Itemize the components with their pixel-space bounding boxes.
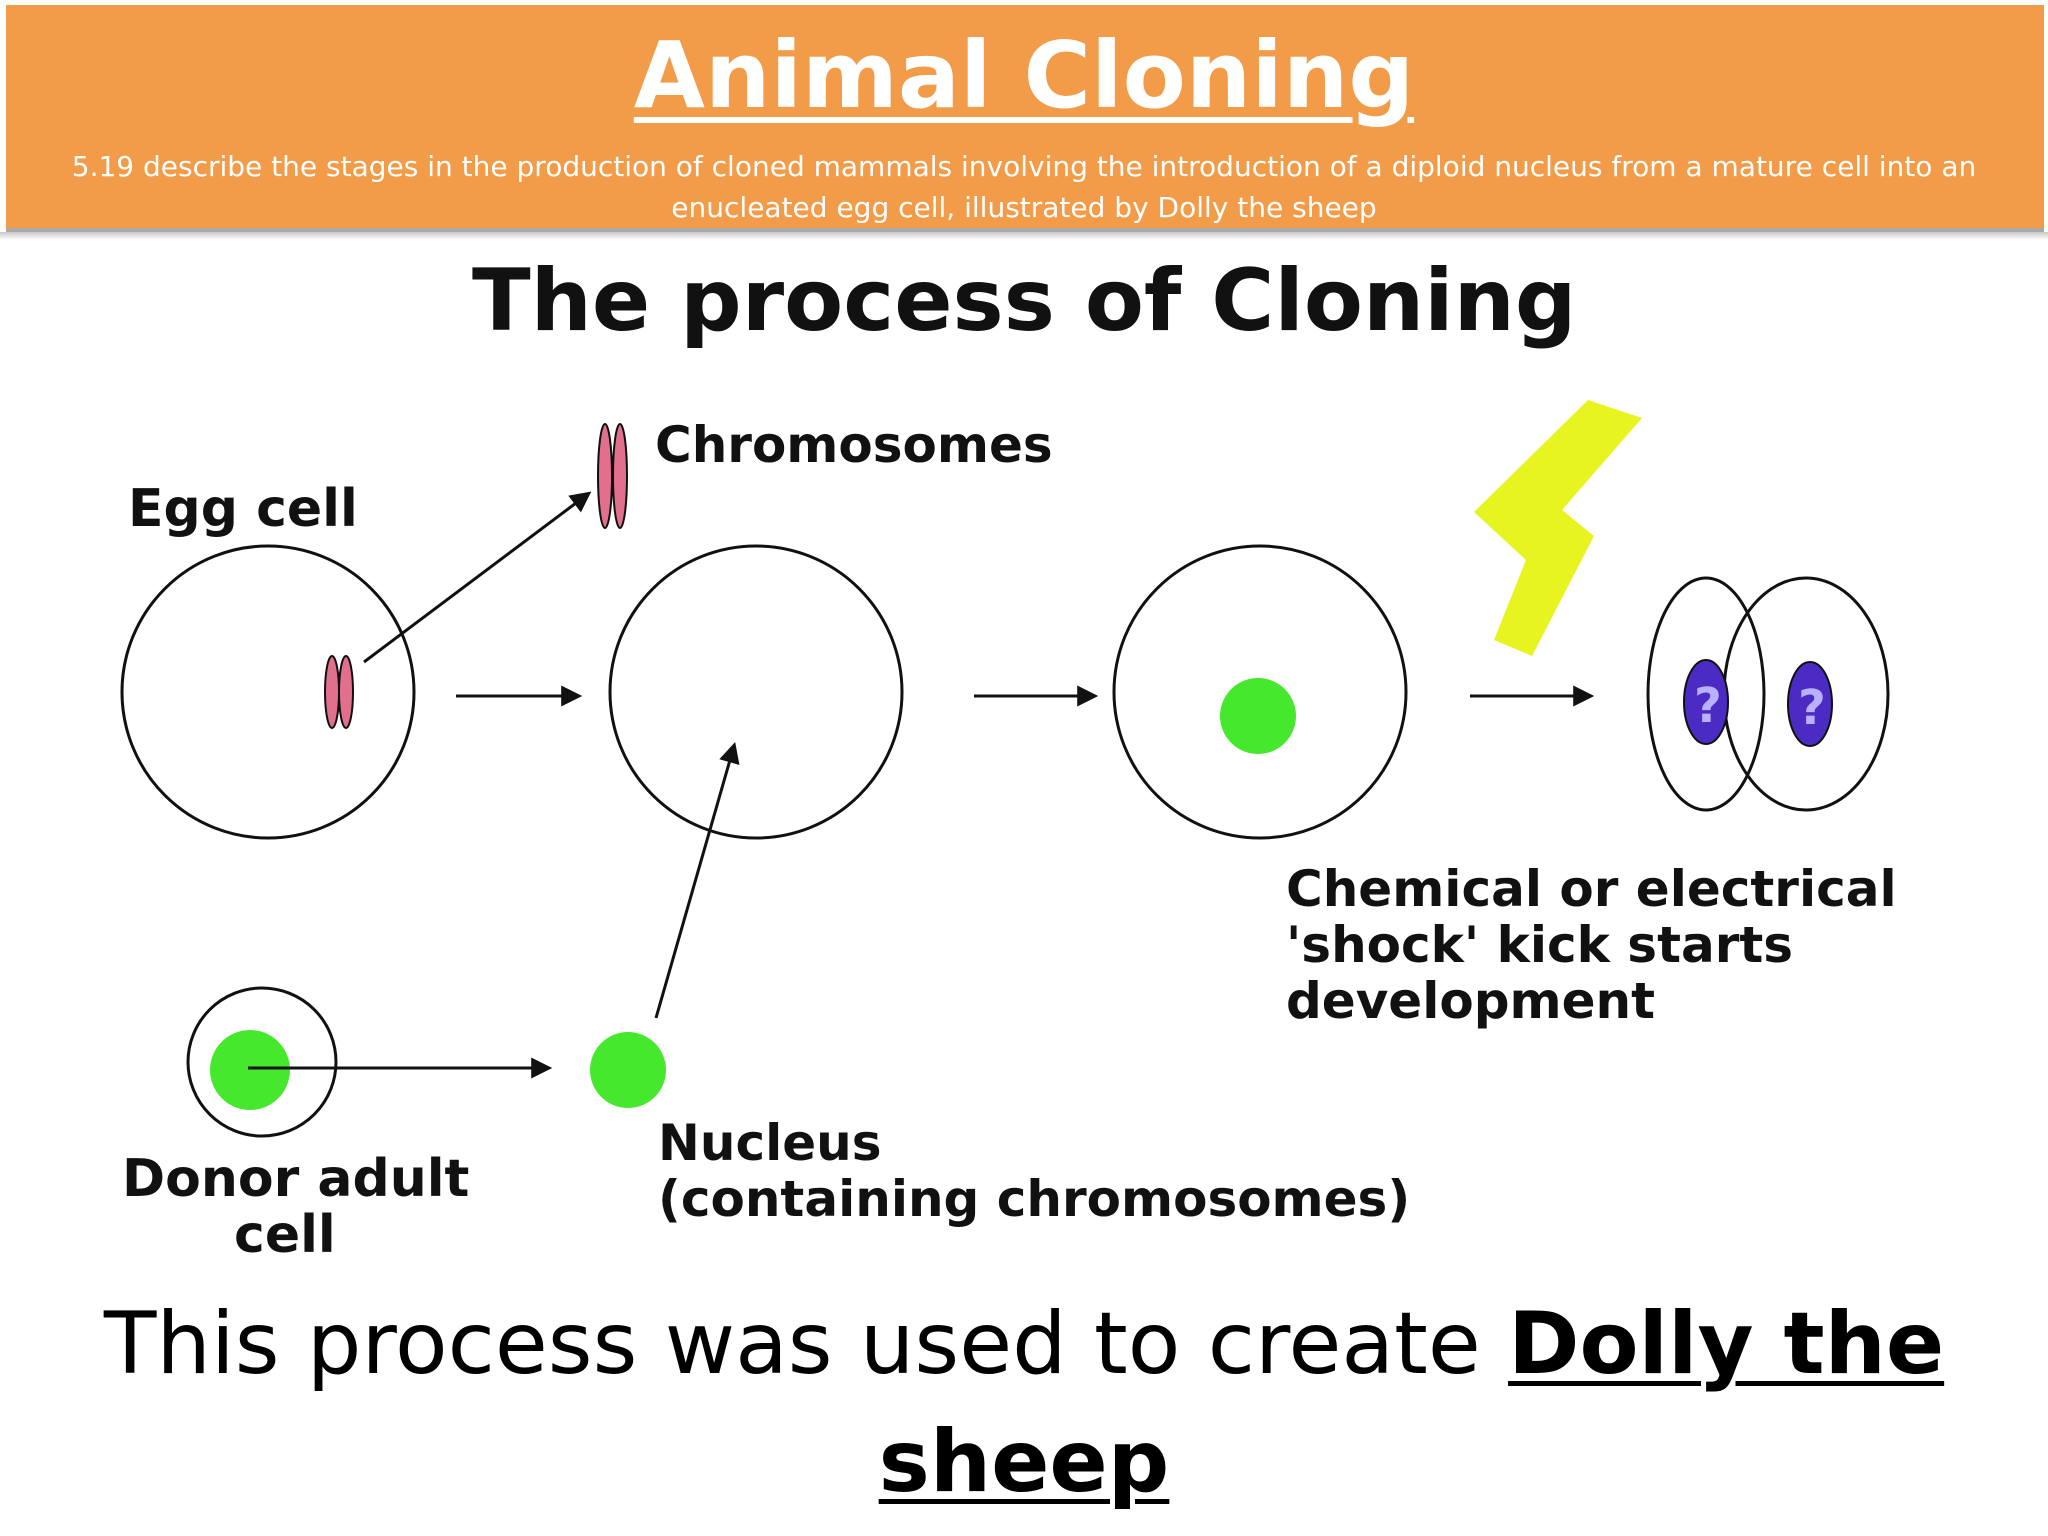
inserted-nucleus — [1220, 678, 1296, 754]
unknown-mark-right: ? — [1798, 680, 1826, 736]
banner-shadow — [0, 232, 2048, 240]
egg-cell — [120, 544, 416, 840]
caption-text: This process was used to create — [103, 1294, 1509, 1394]
slide-title: Animal Cloning — [633, 22, 1415, 129]
banner-divider — [6, 228, 2044, 232]
donor-adult-cell — [186, 986, 338, 1138]
nucleus-label-line-1: Nucleus — [658, 1114, 882, 1172]
chromosomes-label: Chromosomes — [655, 416, 1053, 474]
caption: This process was used to create Dolly th… — [0, 1285, 2048, 1521]
egg-with-donor-nucleus — [1112, 544, 1408, 840]
chromosome-removal-arrow — [363, 491, 592, 664]
diagram-heading: The process of Cloning — [472, 251, 1576, 351]
shock-label-line-1: Chemical or electrical — [1286, 860, 1897, 918]
donor-label-line-1: Donor adult — [122, 1149, 469, 1209]
lightning-bolt-icon — [1474, 400, 1642, 656]
caption-emphasis: Dolly the sheep — [878, 1294, 1945, 1512]
shock-label-line-2: 'shock' kick starts — [1286, 916, 1793, 974]
extracted-nucleus — [590, 1032, 666, 1108]
shock-label-line-3: development — [1286, 972, 1655, 1030]
nucleus-insertion-arrow — [654, 741, 740, 1019]
unknown-mark-left: ? — [1694, 678, 1722, 734]
donor-nucleus — [210, 1030, 290, 1110]
title-banner — [6, 5, 2044, 229]
egg-cell-label: Egg cell — [128, 479, 358, 539]
enucleated-egg-cell — [608, 544, 904, 840]
nucleus-label-line-2: (containing chromosomes) — [658, 1170, 1410, 1228]
two-cell-embryo: ? ? — [1646, 576, 1890, 812]
embryo-nucleus-left — [1683, 659, 1729, 745]
embryo-nucleus-right — [1787, 661, 1833, 747]
donor-label-line-2: cell — [234, 1205, 336, 1265]
egg-chromosomes — [324, 655, 354, 729]
specification-text: 5.19 describe the stages in the producti… — [71, 150, 1977, 224]
removed-chromosomes — [597, 423, 628, 529]
